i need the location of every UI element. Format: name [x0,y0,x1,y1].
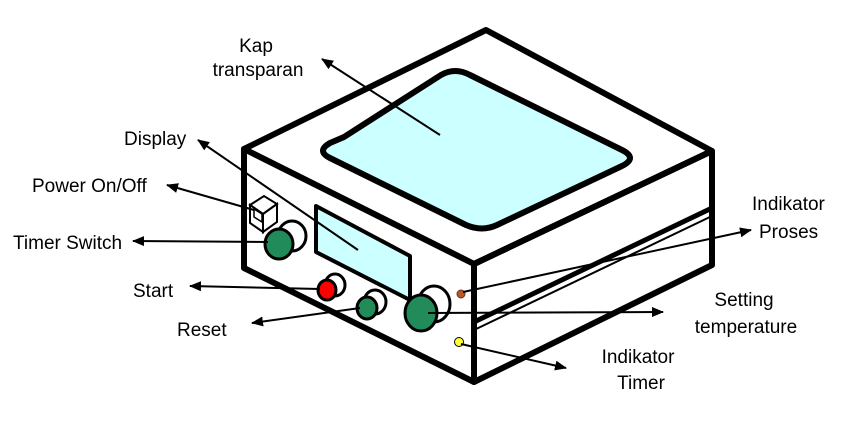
label-indikator-timer-line2: Timer [617,373,666,394]
arrow-timer-switch [132,236,269,247]
power-switch[interactable] [248,194,279,234]
labels: Kap transparan Display Power On/Off Time… [13,36,826,394]
label-power: Power On/Off [32,176,147,197]
label-indikator-proses-line2: Proses [759,222,818,243]
arrow-indikator-proses [462,227,752,293]
transparent-lid [320,68,633,232]
label-start: Start [133,281,174,302]
timer-switch-knob[interactable] [263,219,308,261]
arrow-display [197,139,359,251]
label-reset: Reset [177,320,227,341]
side-seam-upper [472,148,714,267]
arrow-setting-temperature [427,307,664,318]
arrow-kap-transparan [321,58,441,136]
start-button[interactable] [316,272,347,302]
label-setting-line2: temperature [695,317,797,338]
arrow-reset [251,307,361,327]
arrow-indikator-timer [460,343,567,371]
arrow-power [166,183,255,211]
leader-arrows [132,58,752,371]
label-indikator-proses-line1: Indikator [752,194,826,215]
label-kap-line2: transparan [213,60,304,81]
label-timer-switch: Timer Switch [13,233,122,254]
arrow-start [189,281,321,292]
label-display: Display [124,129,187,150]
label-kap-line1: Kap [239,36,273,57]
label-indikator-timer-line1: Indikator [602,347,676,368]
label-setting-line1: Setting [714,290,773,311]
side-seam-lower [473,215,713,331]
